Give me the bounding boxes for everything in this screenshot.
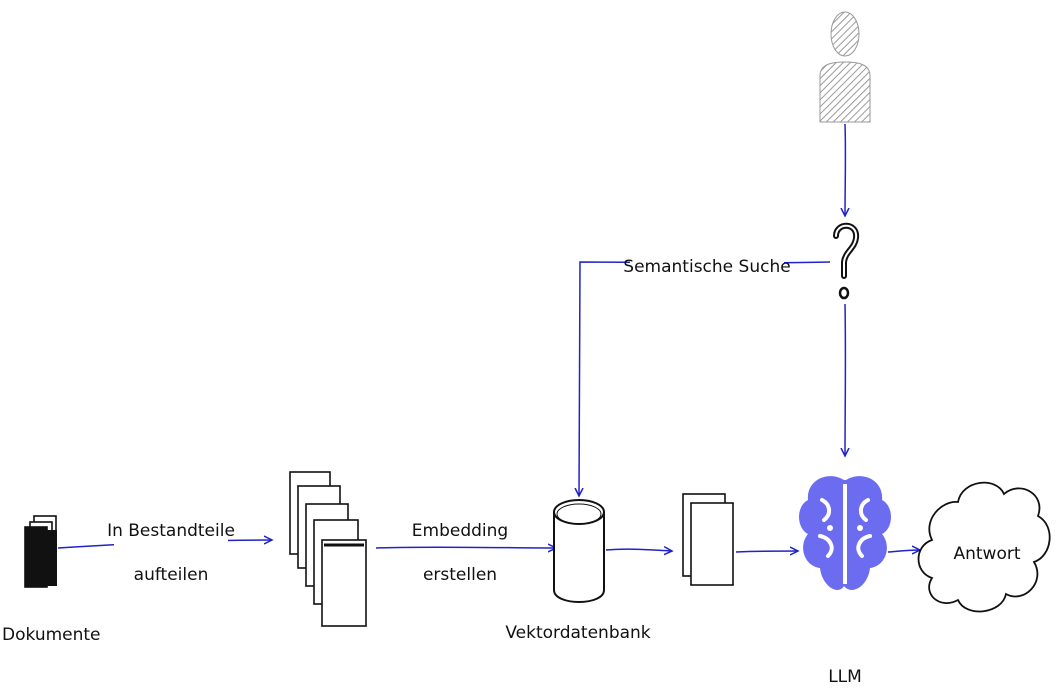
context-arrow	[735, 551, 798, 552]
split-label-line2: aufteilen	[134, 565, 209, 585]
cloud-icon	[917, 481, 1051, 613]
answer-label: Antwort	[953, 544, 1020, 564]
semantic-search-label: Semantische Suche	[623, 257, 790, 277]
embed-label-line2: erstellen	[423, 565, 497, 585]
embed-arrow	[375, 547, 556, 548]
llm-label: LLM	[828, 667, 862, 687]
source-documents-icon	[24, 515, 57, 588]
answer-arrow	[887, 550, 920, 552]
question-mark-icon	[833, 222, 860, 300]
brain-icon	[799, 476, 891, 590]
documents-label: Dokumente	[2, 625, 101, 645]
user-icon	[819, 11, 871, 123]
database-icon	[553, 499, 605, 603]
vector-db-label: Vektordatenbank	[505, 623, 650, 643]
document-chunks-icon	[289, 471, 367, 627]
split-label-line1: In Bestandteile	[107, 521, 235, 541]
retrieved-documents-icon	[682, 493, 734, 586]
retrieve-arrow	[605, 549, 672, 551]
embed-label-line1: Embedding	[412, 521, 508, 541]
semantic-search-arrow	[579, 261, 831, 496]
